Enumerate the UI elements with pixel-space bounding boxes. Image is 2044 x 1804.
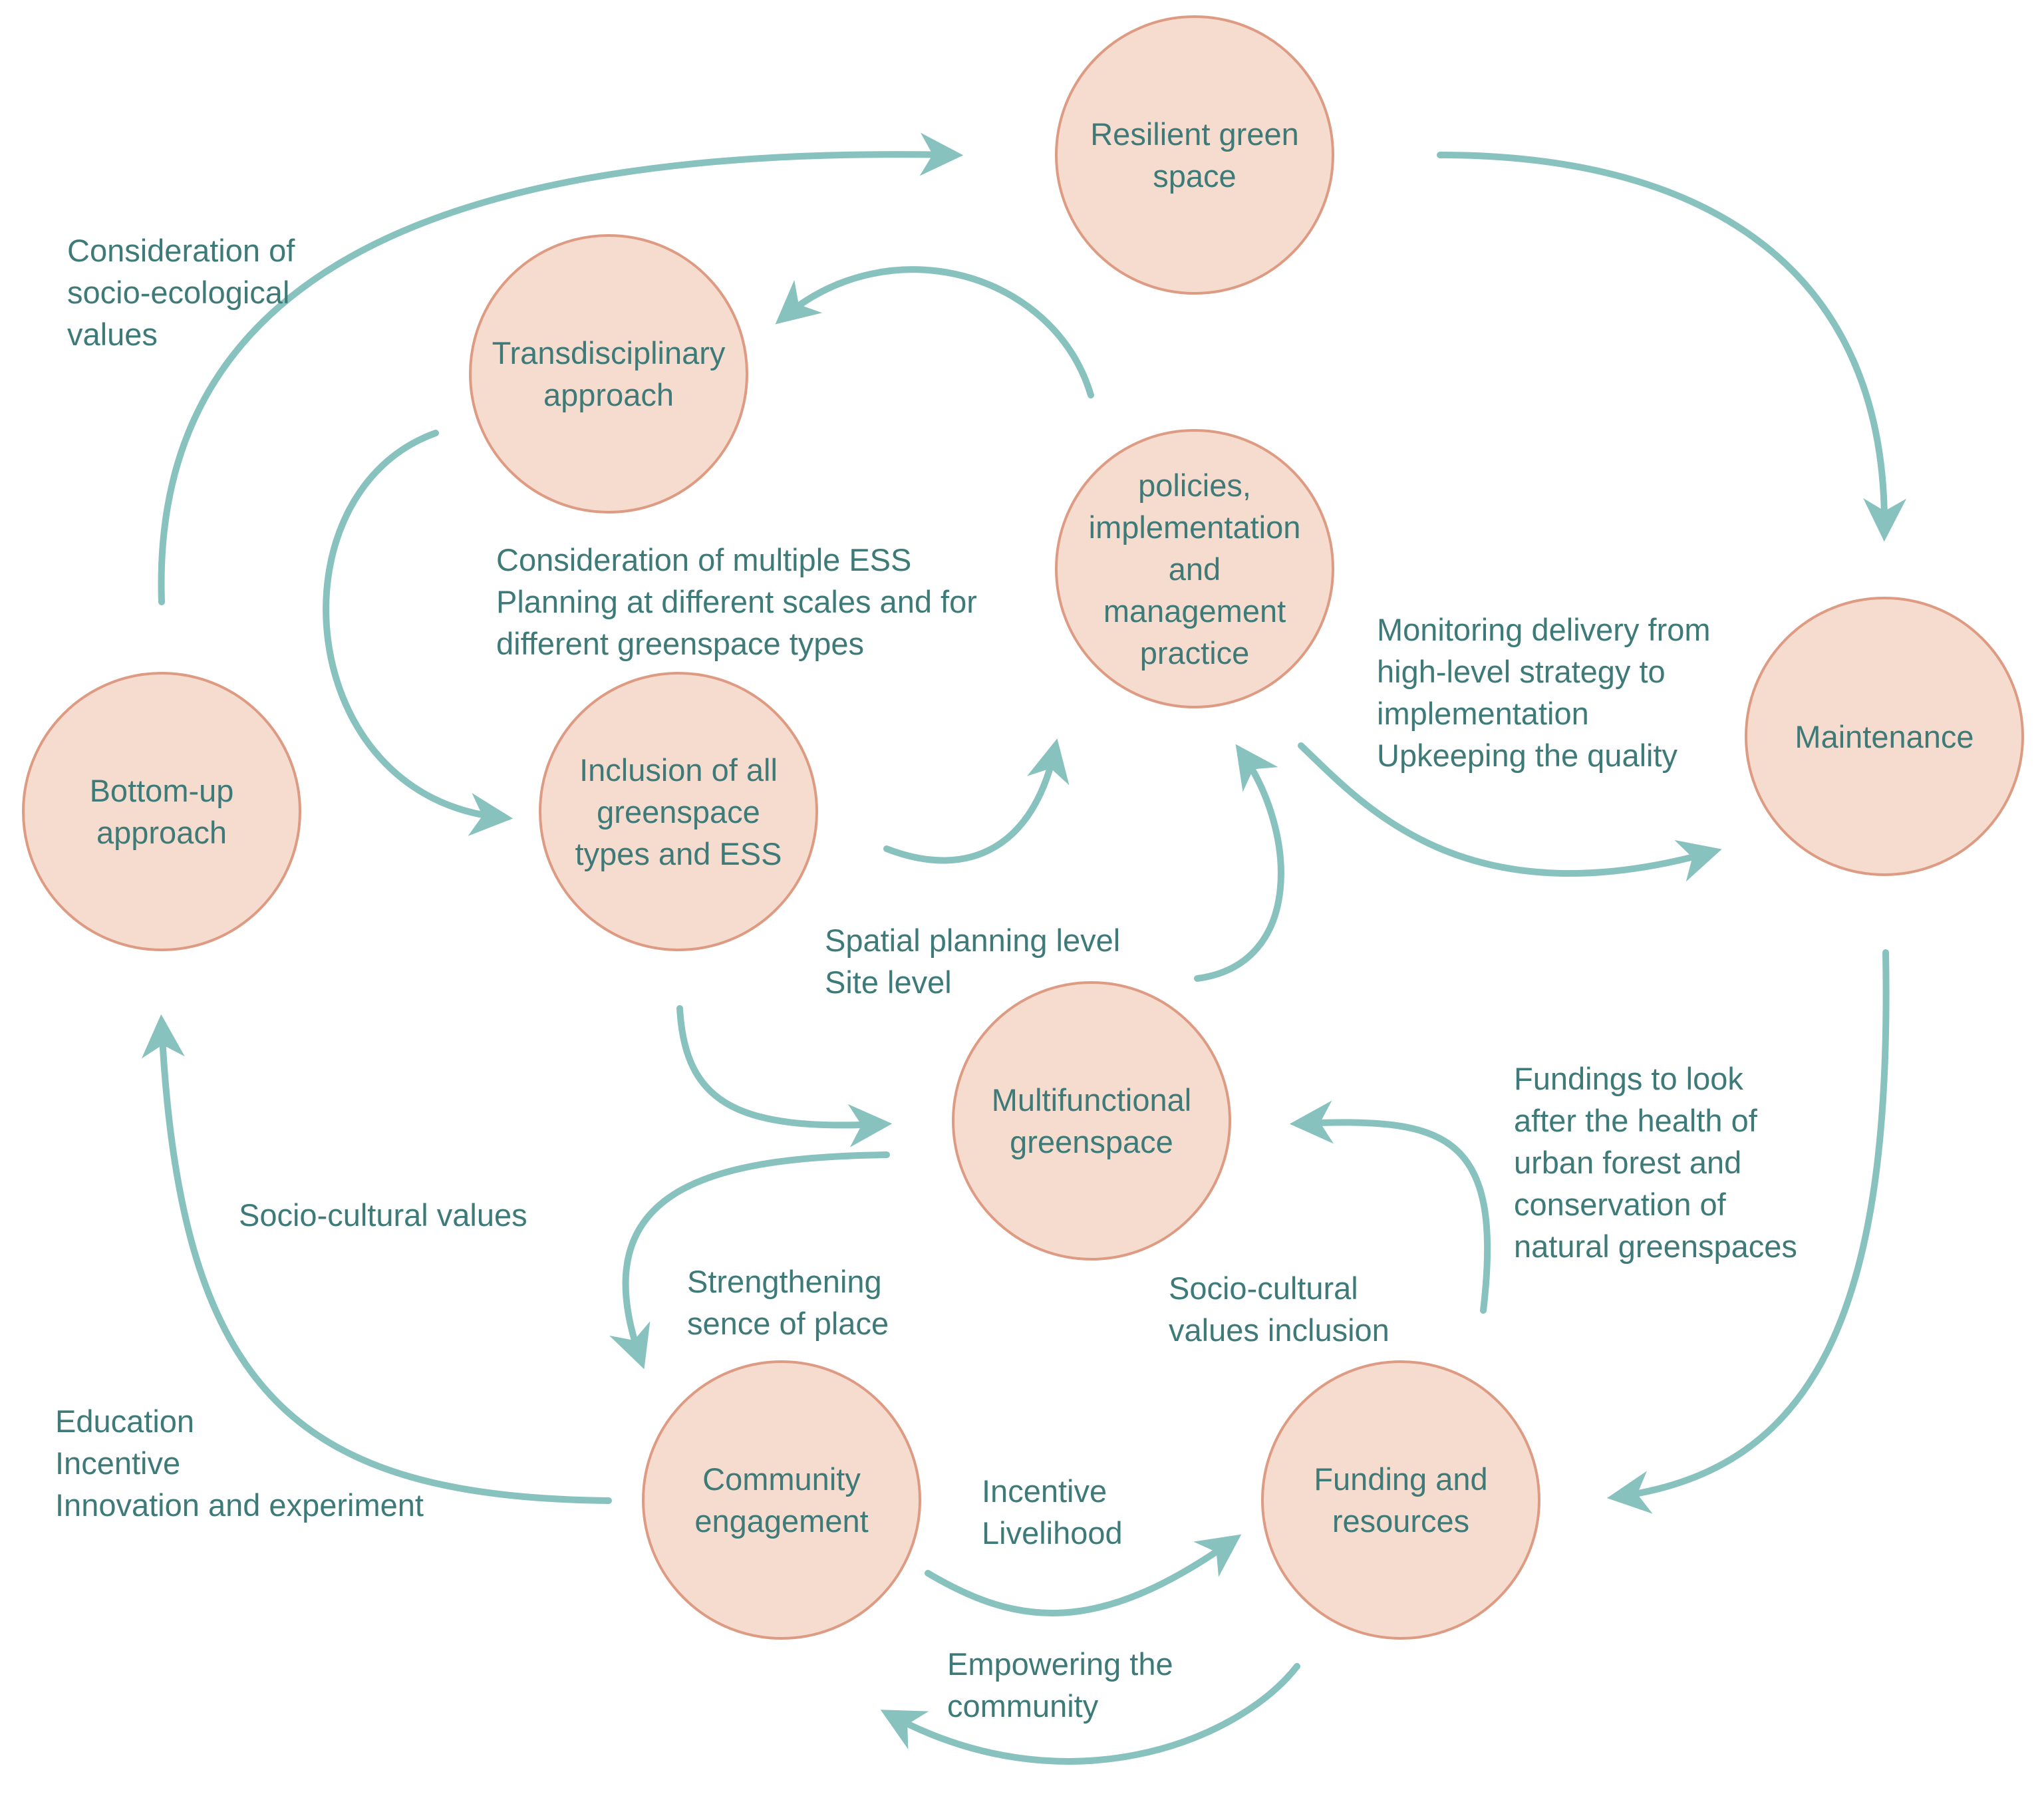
node-transdisciplinary-label: Transdisciplinary approach <box>492 335 726 412</box>
node-resilient-label: Resilient green space <box>1090 116 1299 194</box>
node-multifunctional-circle <box>952 981 1231 1261</box>
node-funding-label: Funding and resources <box>1314 1461 1488 1539</box>
node-inclusion-circle <box>539 672 818 951</box>
node-maintenance-circle <box>1745 597 2024 876</box>
node-bottom-up-label: Bottom-up approach <box>89 773 234 850</box>
edge-label-spatial-planning: Spatial planning level Site level <box>825 923 1121 1000</box>
node-resilient-circle <box>1055 15 1334 295</box>
node-policies-circle <box>1055 429 1334 708</box>
node-funding-circle <box>1261 1360 1540 1640</box>
arrow-community-to-funding <box>925 1534 1242 1616</box>
edge-label-education: Education Incentive Innovation and exper… <box>55 1404 424 1523</box>
edge-label-socio-ecological: Consideration of socio-ecological values <box>67 233 295 352</box>
arrow-multifunctional-to-policies <box>1194 744 1284 982</box>
arrow-resilient-to-maintenance <box>1437 152 1907 542</box>
node-community-label: Community engagement <box>694 1461 869 1539</box>
arrow-maintenance-to-funding <box>1606 949 1890 1514</box>
edge-label-socio-cultural-values: Socio-cultural values <box>239 1197 527 1233</box>
node-transdisciplinary-circle <box>469 234 748 514</box>
arrow-transdisciplinary-to-inclusion <box>323 430 513 836</box>
edge-label-socio-cultural-inclusion: Socio-cultural values inclusion <box>1169 1271 1389 1348</box>
arrow-funding-to-community <box>880 1663 1300 1765</box>
node-community-circle <box>642 1360 921 1640</box>
edge-label-monitoring: Monitoring delivery from high-level stra… <box>1377 612 1711 773</box>
arrow-community-to-bottomup <box>141 1014 612 1504</box>
node-maintenance-label: Maintenance <box>1795 718 1974 754</box>
arrow-policies-to-maintenance <box>1298 742 1722 882</box>
arrow-policies-to-transdisciplinary <box>775 266 1094 398</box>
edge-label-multiple-ess: Consideration of multiple ESS Planning a… <box>496 542 977 661</box>
edge-label-sense-of-place: Strengthening sence of place <box>687 1264 889 1341</box>
arrow-inclusion-to-multifunctional <box>676 1005 893 1147</box>
edge-label-empowering: Empowering the community <box>947 1646 1173 1724</box>
node-policies-label: policies, implementation and management … <box>1088 467 1301 671</box>
arrow-bottomup-to-resilient <box>158 132 964 605</box>
arrow-funding-to-multifunctional <box>1289 1100 1491 1314</box>
node-inclusion-label: Inclusion of all greenspace types and ES… <box>575 752 782 871</box>
node-multifunctional-label: Multifunctional greenspace <box>991 1082 1192 1159</box>
edge-label-fundings-health: Fundings to look after the health of urb… <box>1514 1061 1797 1264</box>
arrow-multifunctional-to-community <box>609 1151 890 1370</box>
arrow-inclusion-to-policies <box>883 738 1070 864</box>
edge-label-livelihood: Incentive Livelihood <box>982 1473 1123 1551</box>
node-bottom-up-circle <box>22 672 301 951</box>
